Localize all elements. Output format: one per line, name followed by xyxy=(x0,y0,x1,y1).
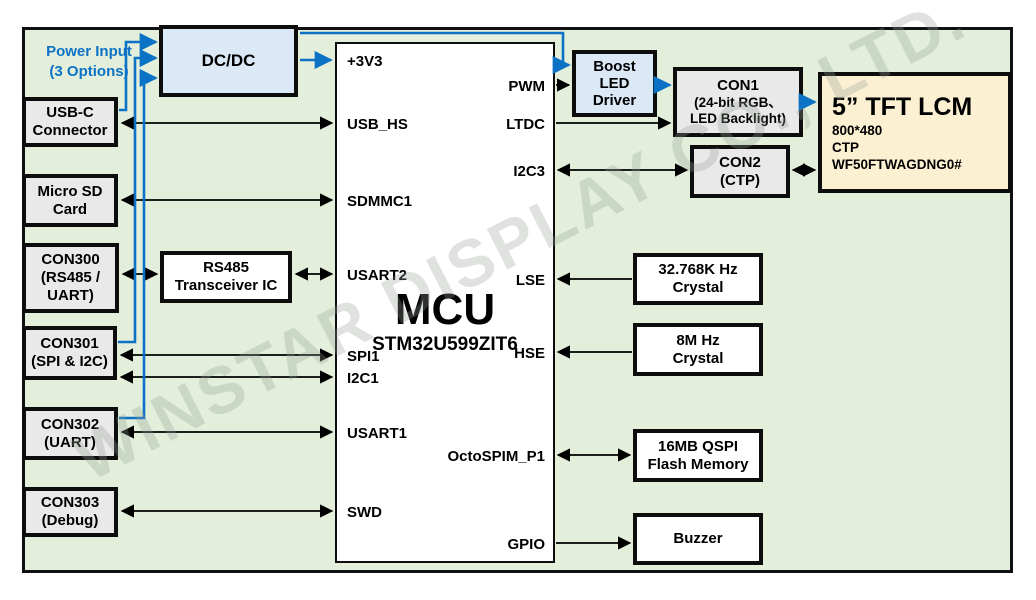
crystal-hse-line2: Crystal xyxy=(672,349,724,367)
block-con300: CON300 (RS485 / UART) xyxy=(22,243,119,313)
con300-line1: CON300 xyxy=(41,251,100,268)
usb-c-line2: Connector xyxy=(32,122,108,139)
buzzer-label: Buzzer xyxy=(673,530,723,547)
block-con302: CON302 (UART) xyxy=(22,407,118,460)
con300-line2: (RS485 / xyxy=(40,269,101,286)
tft-model-number: WF50FTWAGDNG0# xyxy=(832,157,962,172)
pin-spi1: SPI1 xyxy=(347,348,380,365)
con302-line2: (UART) xyxy=(44,433,96,451)
rs485-line2: Transceiver IC xyxy=(174,277,278,294)
rs485-line1: RS485 xyxy=(203,259,249,276)
block-mcu: MCU STM32U599ZIT6 +3V3 USB_HS SDMMC1 USA… xyxy=(335,42,555,563)
block-dcdc: DC/DC xyxy=(159,25,298,97)
pin-gpio: GPIO xyxy=(507,536,545,553)
mcu-title: MCU xyxy=(394,285,496,334)
pin-octospim-p1: OctoSPIM_P1 xyxy=(447,448,545,465)
block-rs485-transceiver: RS485 Transceiver IC xyxy=(160,251,292,303)
block-boost-led-driver: Boost LED Driver xyxy=(572,50,657,117)
pin-swd: SWD xyxy=(347,504,382,521)
power-input-label: Power Input (3 Options) xyxy=(26,42,152,82)
con303-line2: (Debug) xyxy=(41,512,99,529)
pin-usb-hs: USB_HS xyxy=(347,116,408,133)
tft-resolution: 800*480 xyxy=(832,123,883,138)
pin-i2c3: I2C3 xyxy=(513,163,545,180)
con1-line1: CON1 xyxy=(717,77,759,94)
pin-usart1: USART1 xyxy=(347,425,408,442)
con301-line2: (SPI & I2C) xyxy=(31,353,108,370)
block-tft-lcm: 5” TFT LCM 800*480 CTP WF50FTWAGDNG0# xyxy=(818,72,1012,193)
con1-line2: (24-bit RGB、 xyxy=(694,95,782,110)
power-input-line1: Power Input xyxy=(46,43,132,60)
tft-ctp: CTP xyxy=(832,140,859,155)
block-crystal-32khz: 32.768K Hz Crystal xyxy=(633,253,763,305)
block-con303: CON303 (Debug) xyxy=(22,487,118,537)
con2-line2: (CTP) xyxy=(720,171,760,189)
pin-sdmmc1: SDMMC1 xyxy=(347,193,413,210)
pin-i2c1: I2C1 xyxy=(347,370,379,387)
con303-line1: CON303 xyxy=(40,494,100,511)
pin-pwm: PWM xyxy=(508,78,545,95)
crystal-lse-line1: 32.768K Hz xyxy=(658,261,738,278)
block-crystal-8mhz: 8M Hz Crystal xyxy=(633,323,763,376)
con2-line1: CON2 xyxy=(719,153,761,171)
flash-line1: 16MB QSPI xyxy=(657,437,739,455)
con300-line3: UART) xyxy=(47,287,94,304)
con302-line1: CON302 xyxy=(40,415,100,433)
block-con301: CON301 (SPI & I2C) xyxy=(22,326,117,380)
block-con2: CON2 (CTP) xyxy=(690,145,790,198)
block-con1: CON1 (24-bit RGB、 LED Backlight) xyxy=(673,67,803,137)
con301-line1: CON301 xyxy=(40,335,99,352)
con1-line3: LED Backlight) xyxy=(689,111,786,126)
dcdc-label: DC/DC xyxy=(201,50,256,70)
pin-3v3: +3V3 xyxy=(347,53,383,70)
pin-ltdc: LTDC xyxy=(506,116,545,133)
boost-line1: Boost xyxy=(593,57,636,75)
power-input-line2: (3 Options) xyxy=(49,63,129,80)
crystal-lse-line2: Crystal xyxy=(672,279,724,296)
boost-line2: LED xyxy=(599,74,630,92)
pin-lse: LSE xyxy=(515,272,545,289)
micro-sd-line1: Micro SD xyxy=(37,182,103,200)
block-qspi-flash: 16MB QSPI Flash Memory xyxy=(633,429,763,482)
pin-usart2: USART2 xyxy=(347,267,408,284)
mcu-part-number: STM32U599ZIT6 xyxy=(372,334,518,355)
block-buzzer: Buzzer xyxy=(633,513,763,565)
flash-line2: Flash Memory xyxy=(647,455,749,473)
boost-line3: Driver xyxy=(592,92,637,110)
usb-c-line1: USB-C xyxy=(46,104,94,121)
crystal-hse-line1: 8M Hz xyxy=(676,331,720,349)
micro-sd-line2: Card xyxy=(52,200,88,218)
block-usb-c-connector: USB-C Connector xyxy=(22,97,118,147)
pin-hse: HSE xyxy=(514,345,545,362)
tft-title: 5” TFT LCM xyxy=(832,93,973,121)
block-micro-sd-card: Micro SD Card xyxy=(22,174,118,227)
